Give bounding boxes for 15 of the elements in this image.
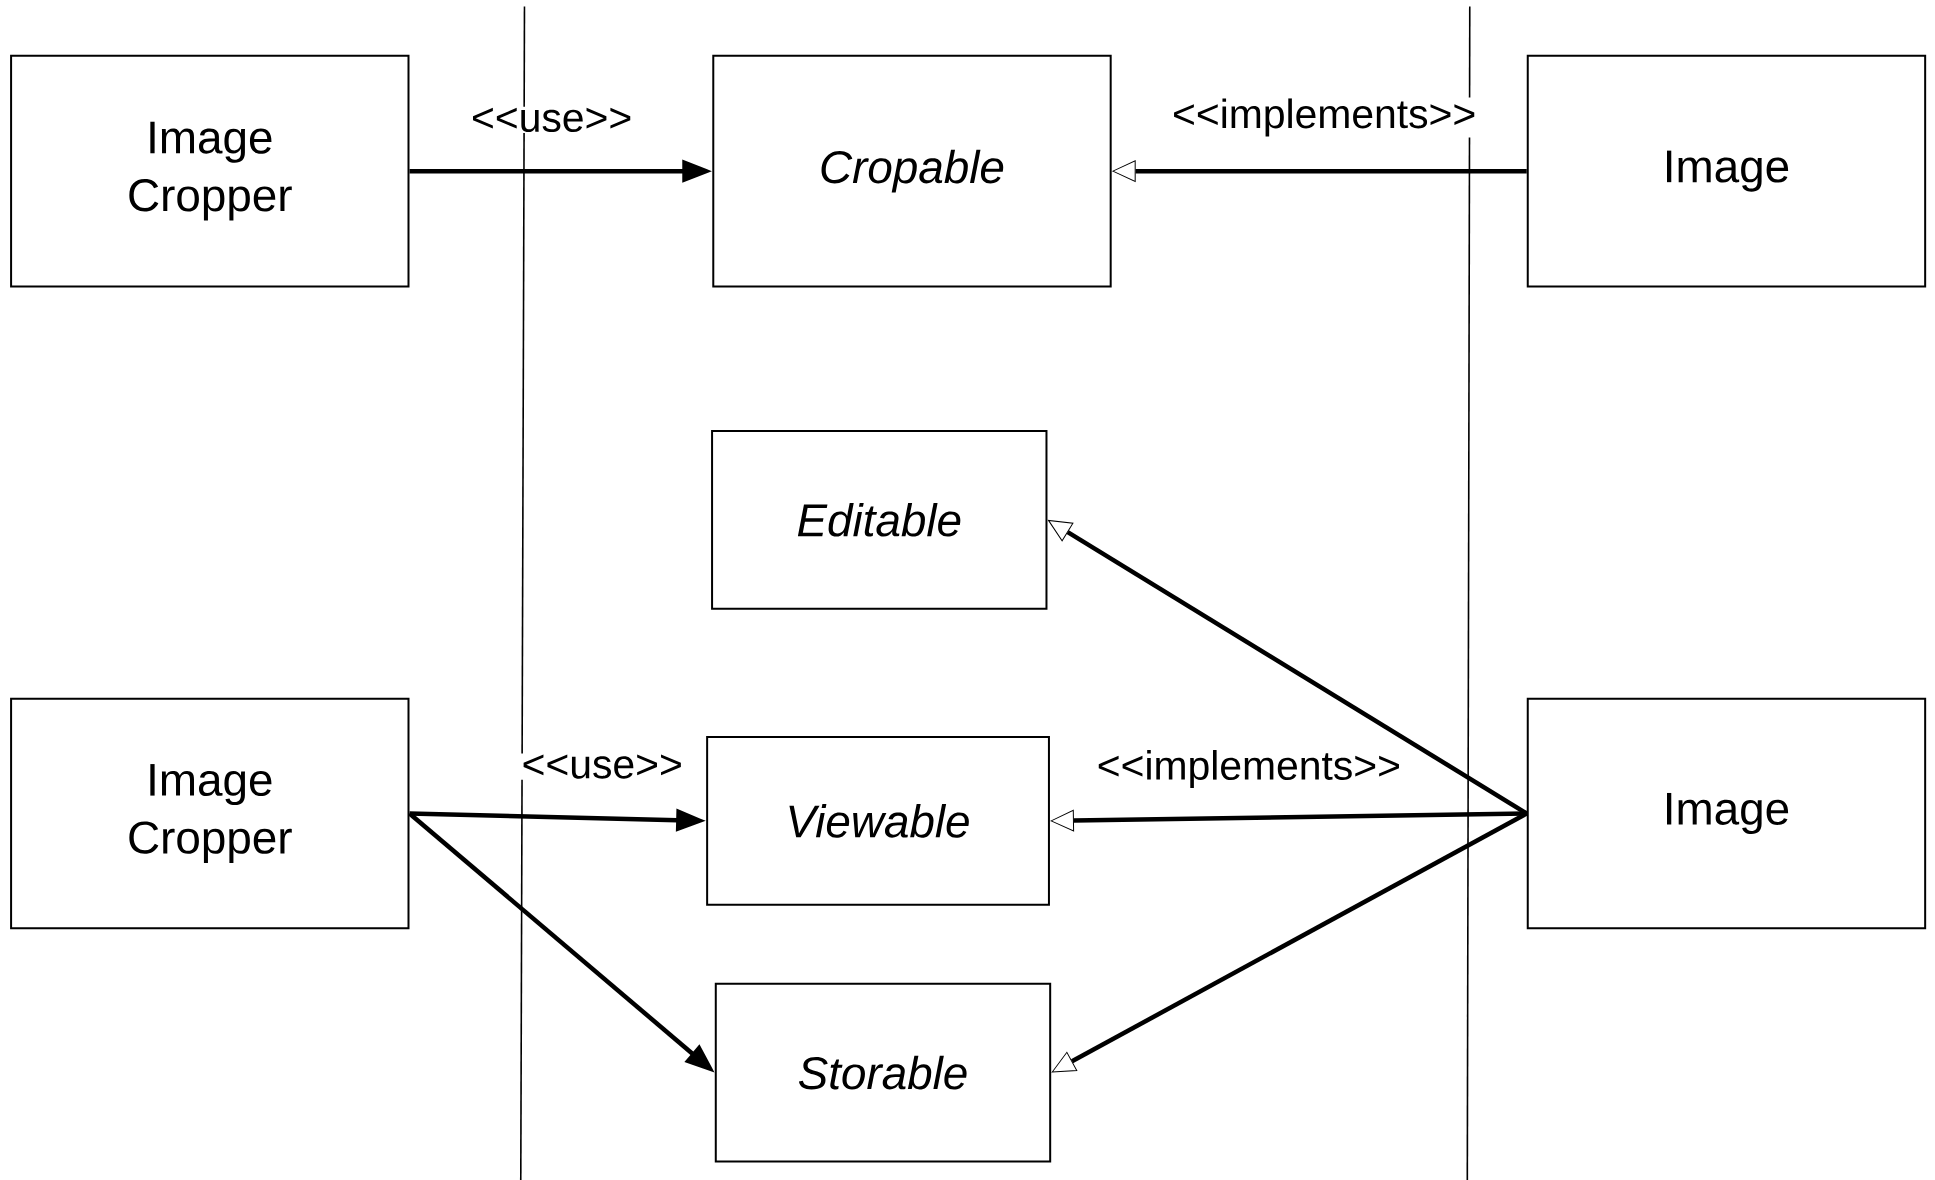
- arrow: [1050, 809, 1527, 832]
- class-box: Viewable: [706, 736, 1050, 906]
- class-box: Editable: [711, 429, 1048, 610]
- class-box: Cropable: [712, 54, 1112, 288]
- edge-label: <<use>>: [470, 106, 634, 134]
- class-box: Image Cropper: [10, 54, 410, 288]
- class-box: Image: [1526, 54, 1927, 288]
- edge-label: <<use>>: [520, 753, 684, 780]
- edge-label: <<implements>>: [1171, 97, 1478, 138]
- arrow: [1112, 160, 1527, 182]
- class-box: Storable: [714, 982, 1052, 1163]
- edge-label: <<implements>>: [1095, 749, 1402, 790]
- class-box: Image Cropper: [10, 697, 410, 930]
- arrow: [1051, 811, 1528, 1073]
- class-box: Image: [1526, 697, 1927, 930]
